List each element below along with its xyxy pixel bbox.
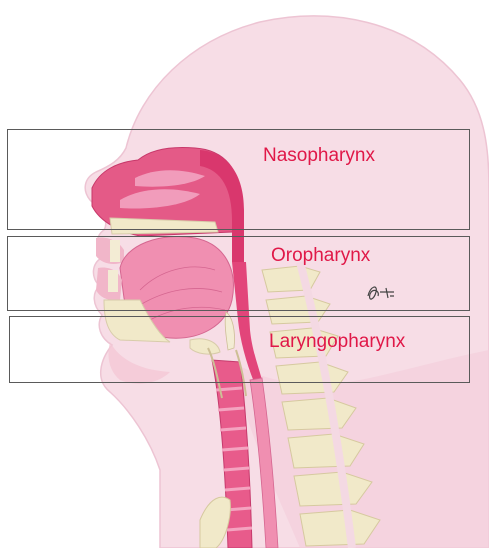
nasopharynx-region-box <box>7 129 470 230</box>
oropharynx-region-box <box>7 236 470 311</box>
laryngopharynx-label: Laryngopharynx <box>269 331 405 353</box>
oropharynx-label: Oropharynx <box>271 245 370 267</box>
illustrator-signature-icon <box>364 282 398 304</box>
nasopharynx-label: Nasopharynx <box>263 145 375 167</box>
